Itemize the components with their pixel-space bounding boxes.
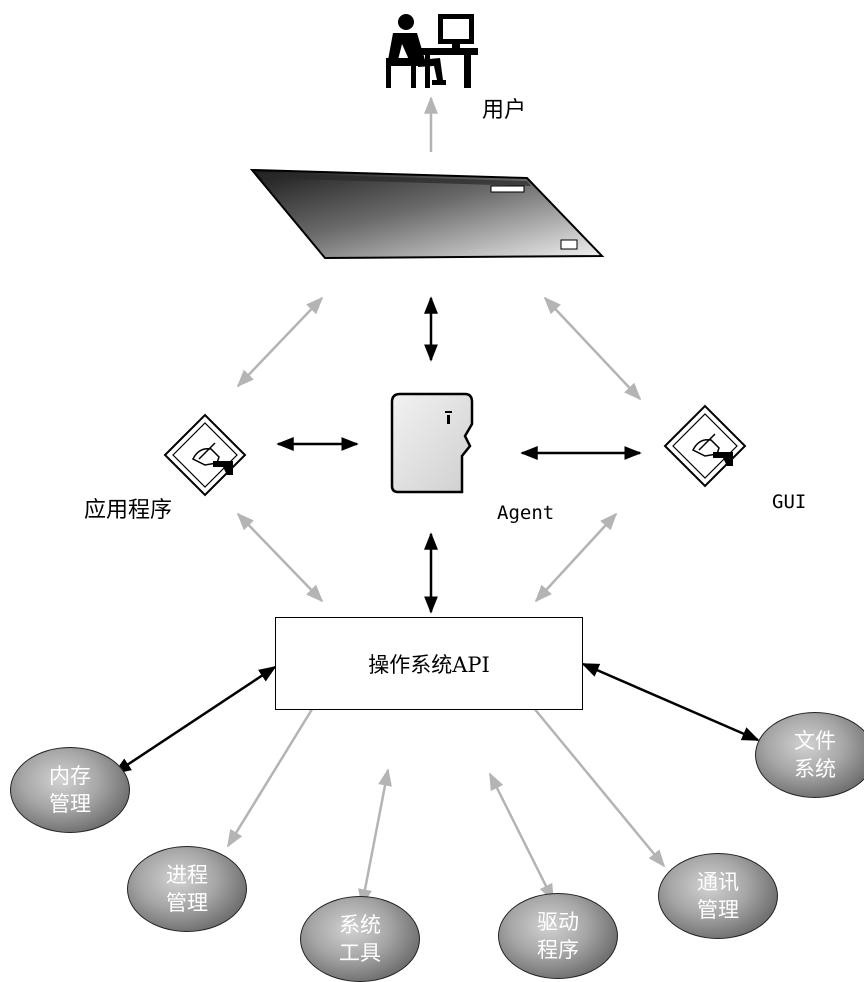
communication-management-node: 通讯 管理 [658, 853, 778, 939]
arrow-api-file [581, 662, 760, 742]
arrow-gui-api [534, 512, 618, 603]
comm-line1: 通讯 [697, 870, 739, 894]
memory-line2: 管理 [49, 792, 91, 816]
tools-line2: 工具 [339, 941, 381, 965]
arrow-api-process [226, 691, 324, 848]
gui-label: GUI [772, 491, 807, 513]
process-line2: 管理 [166, 891, 208, 915]
user-label: 用户 [482, 98, 527, 123]
writing-hand-icon [163, 413, 247, 497]
arrow-api-comm [517, 688, 666, 868]
user-at-computer-icon [386, 14, 478, 88]
comm-line2: 管理 [697, 898, 739, 922]
memory-line1: 内存 [49, 764, 91, 788]
driver-line1: 驱动 [537, 910, 579, 934]
process-line1: 进程 [166, 863, 208, 887]
driver-line2: 程序 [537, 938, 579, 962]
arrow-app-api [236, 512, 324, 603]
os-api-label: 操作系统API [368, 652, 490, 677]
memory-management-node: 内存 管理 [10, 747, 130, 833]
tools-line1: 系统 [339, 913, 381, 937]
agent-head-icon [390, 392, 474, 494]
file-line1: 文件 [794, 729, 836, 753]
writing-hand-icon [663, 404, 747, 488]
app-label: 应用程序 [84, 498, 173, 523]
driver-node: 驱动 程序 [498, 893, 618, 979]
arrow-driver [488, 772, 555, 902]
arrow-panel-gui [543, 296, 642, 401]
display-panel-icon [249, 168, 605, 260]
arrow-panel-app [236, 296, 324, 388]
agent-label: Agent [497, 502, 555, 524]
file-system-node: 文件 系统 [755, 712, 864, 798]
process-management-node: 进程 管理 [127, 846, 247, 932]
arrow-system-tools [358, 768, 392, 907]
file-line2: 系统 [794, 757, 836, 781]
system-tools-node: 系统 工具 [300, 896, 420, 982]
os-api-box: 操作系统API [275, 617, 583, 710]
arrow-api-memory [113, 665, 277, 775]
